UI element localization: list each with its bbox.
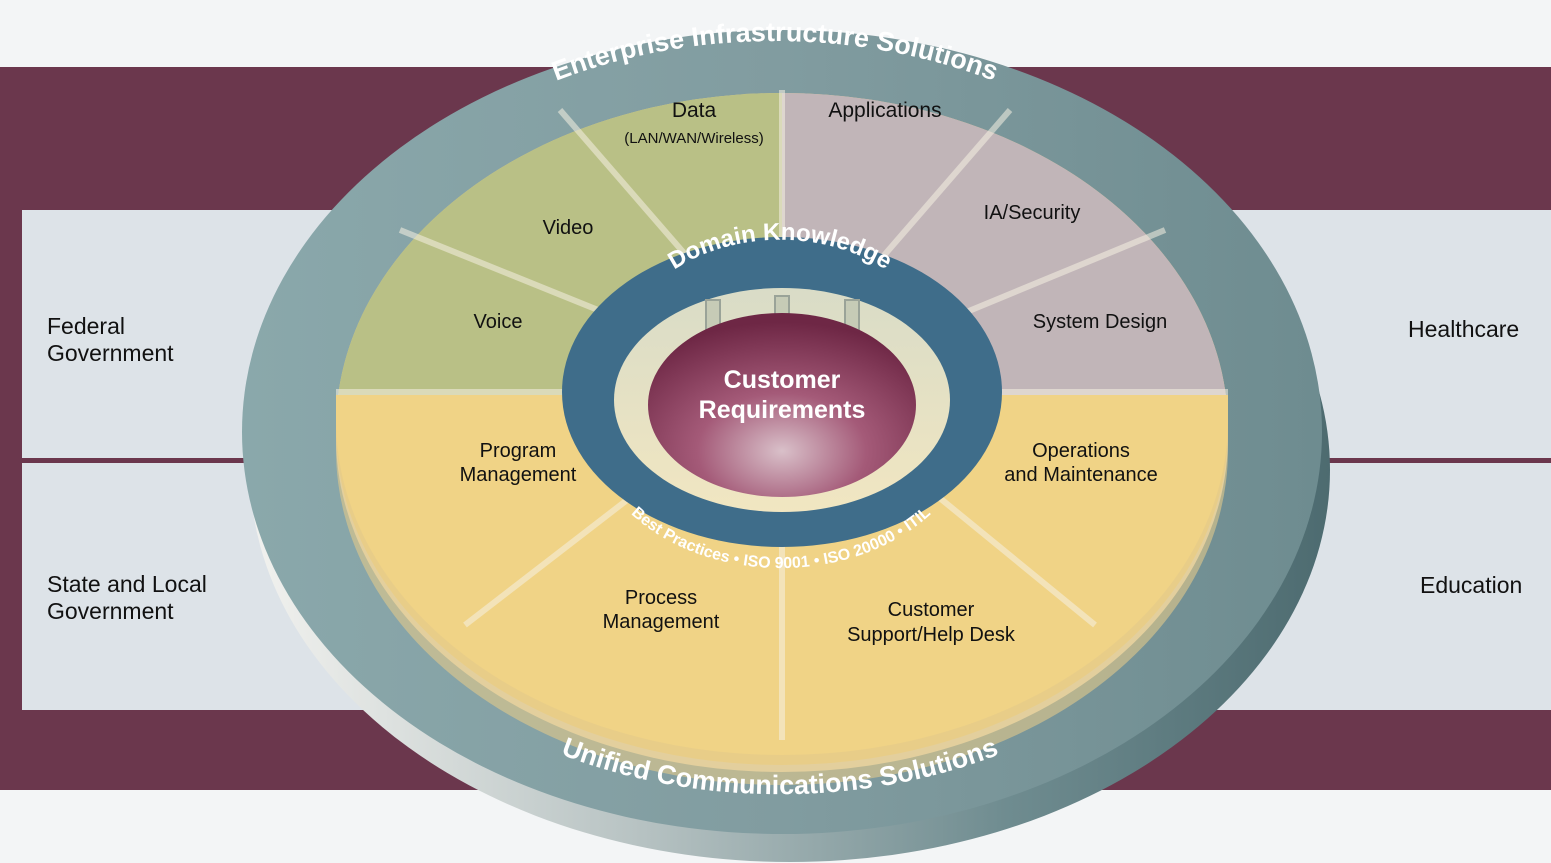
center-label-line2: Requirements [699, 396, 866, 424]
center-oval [648, 313, 916, 497]
segment-label-data-sub: (LAN/WAN/Wireless) [624, 130, 763, 147]
segment-label-voice: Voice [474, 311, 523, 333]
segment-label-process: Process [625, 587, 697, 609]
segment-label-video: Video [543, 217, 594, 239]
market-label-state-local: State and Local Government [47, 571, 207, 624]
segment-label-process-2: Management [603, 611, 720, 633]
market-label-healthcare: Healthcare [1408, 316, 1520, 342]
market-label-education: Education [1420, 572, 1523, 598]
market-label-federal: Federal Government [47, 313, 174, 366]
segment-label-ia-security: IA/Security [984, 202, 1081, 224]
segment-label-program-2: Management [460, 464, 577, 486]
segment-label-customer-support-2: Support/Help Desk [847, 624, 1016, 646]
segment-label-operations-2: and Maintenance [1004, 464, 1157, 486]
segment-label-program: Program [480, 440, 557, 462]
segment-label-applications: Applications [828, 99, 941, 122]
segment-label-system-design: System Design [1033, 311, 1168, 333]
segment-label-data: Data [672, 99, 717, 122]
right-panel-divider [1175, 458, 1551, 463]
segment-label-operations: Operations [1032, 440, 1130, 462]
segment-label-customer-support: Customer [888, 599, 975, 621]
left-panel-divider [22, 458, 382, 463]
center-label-line1: Customer [724, 366, 841, 394]
